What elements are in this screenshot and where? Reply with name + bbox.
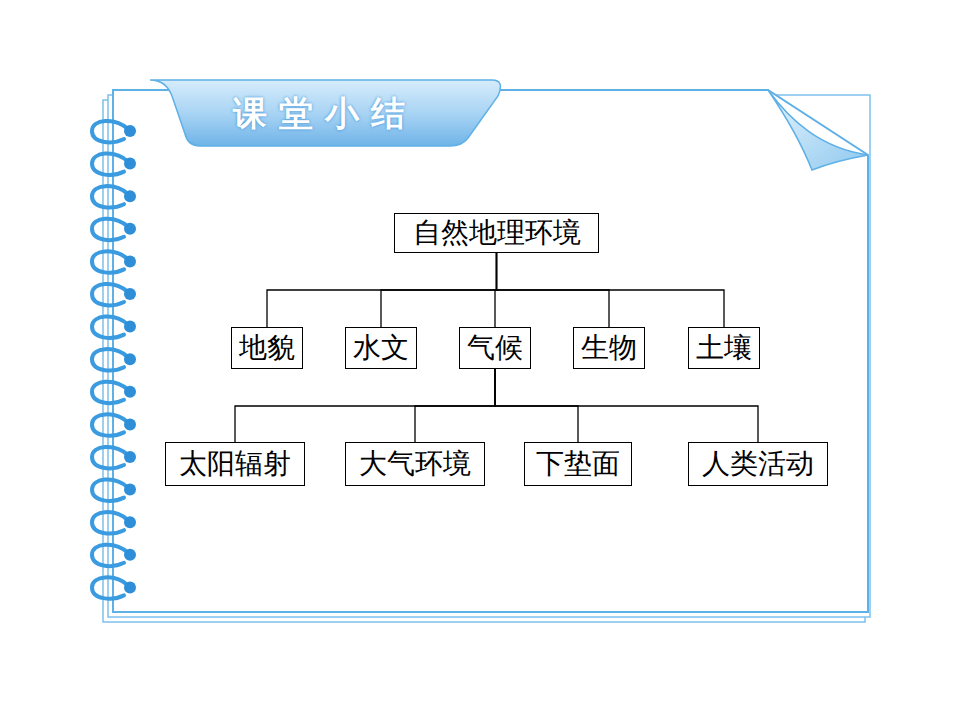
spiral-ring	[92, 414, 128, 435]
spiral-ring	[92, 447, 128, 468]
ring-hole	[124, 386, 136, 398]
spiral-ring	[92, 577, 128, 598]
box-label: 生物	[581, 334, 637, 362]
tree-connector	[267, 253, 497, 327]
ring-hole	[124, 223, 136, 235]
spiral-ring	[92, 154, 128, 175]
ring-hole	[124, 451, 136, 463]
tree-connector	[415, 369, 495, 442]
tree-connector	[381, 253, 497, 327]
box-label: 人类活动	[702, 450, 814, 478]
spiral-binding	[92, 121, 136, 599]
spiral-ring	[92, 121, 128, 142]
root-box: 自然地理环境	[394, 213, 599, 253]
ring-hole	[124, 255, 136, 267]
ring-hole	[124, 484, 136, 496]
ring-hole	[124, 190, 136, 202]
spiral-ring	[92, 382, 128, 403]
ring-hole	[124, 581, 136, 593]
ring-hole	[124, 288, 136, 300]
ring-hole	[124, 418, 136, 430]
ring-hole	[124, 158, 136, 170]
title-text: 课堂小结	[160, 90, 490, 136]
spiral-ring	[92, 317, 128, 338]
box-label: 太阳辐射	[179, 450, 291, 478]
box-label: 土壤	[696, 334, 752, 362]
box-label: 地貌	[239, 334, 295, 362]
ring-hole	[124, 353, 136, 365]
element-box: 水文	[345, 327, 417, 369]
ring-hole	[124, 321, 136, 333]
element-box: 地貌	[231, 327, 303, 369]
spiral-ring	[92, 251, 128, 272]
ring-hole	[124, 516, 136, 528]
box-label: 下垫面	[536, 450, 620, 478]
element-box: 生物	[573, 327, 645, 369]
factor-box: 太阳辐射	[165, 442, 305, 486]
tree-connector	[495, 369, 758, 442]
spiral-ring	[92, 284, 128, 305]
element-box: 气候	[459, 327, 531, 369]
tree-connector	[235, 369, 495, 442]
ring-hole	[124, 125, 136, 137]
ring-hole	[124, 549, 136, 561]
box-label: 自然地理环境	[413, 219, 581, 247]
spiral-ring	[92, 512, 128, 533]
factor-box: 下垫面	[524, 442, 632, 486]
element-box: 土壤	[688, 327, 760, 369]
tree-connector	[497, 253, 725, 327]
spiral-ring	[92, 219, 128, 240]
curled-corner	[768, 90, 868, 170]
page	[113, 90, 868, 612]
spiral-ring	[92, 349, 128, 370]
spiral-ring	[92, 545, 128, 566]
box-label: 气候	[467, 334, 523, 362]
factor-box: 大气环境	[345, 442, 485, 486]
spiral-ring	[92, 186, 128, 207]
factor-box: 人类活动	[688, 442, 828, 486]
title-tab	[150, 80, 500, 146]
spiral-ring	[92, 480, 128, 501]
box-label: 水文	[353, 334, 409, 362]
box-label: 大气环境	[359, 450, 471, 478]
